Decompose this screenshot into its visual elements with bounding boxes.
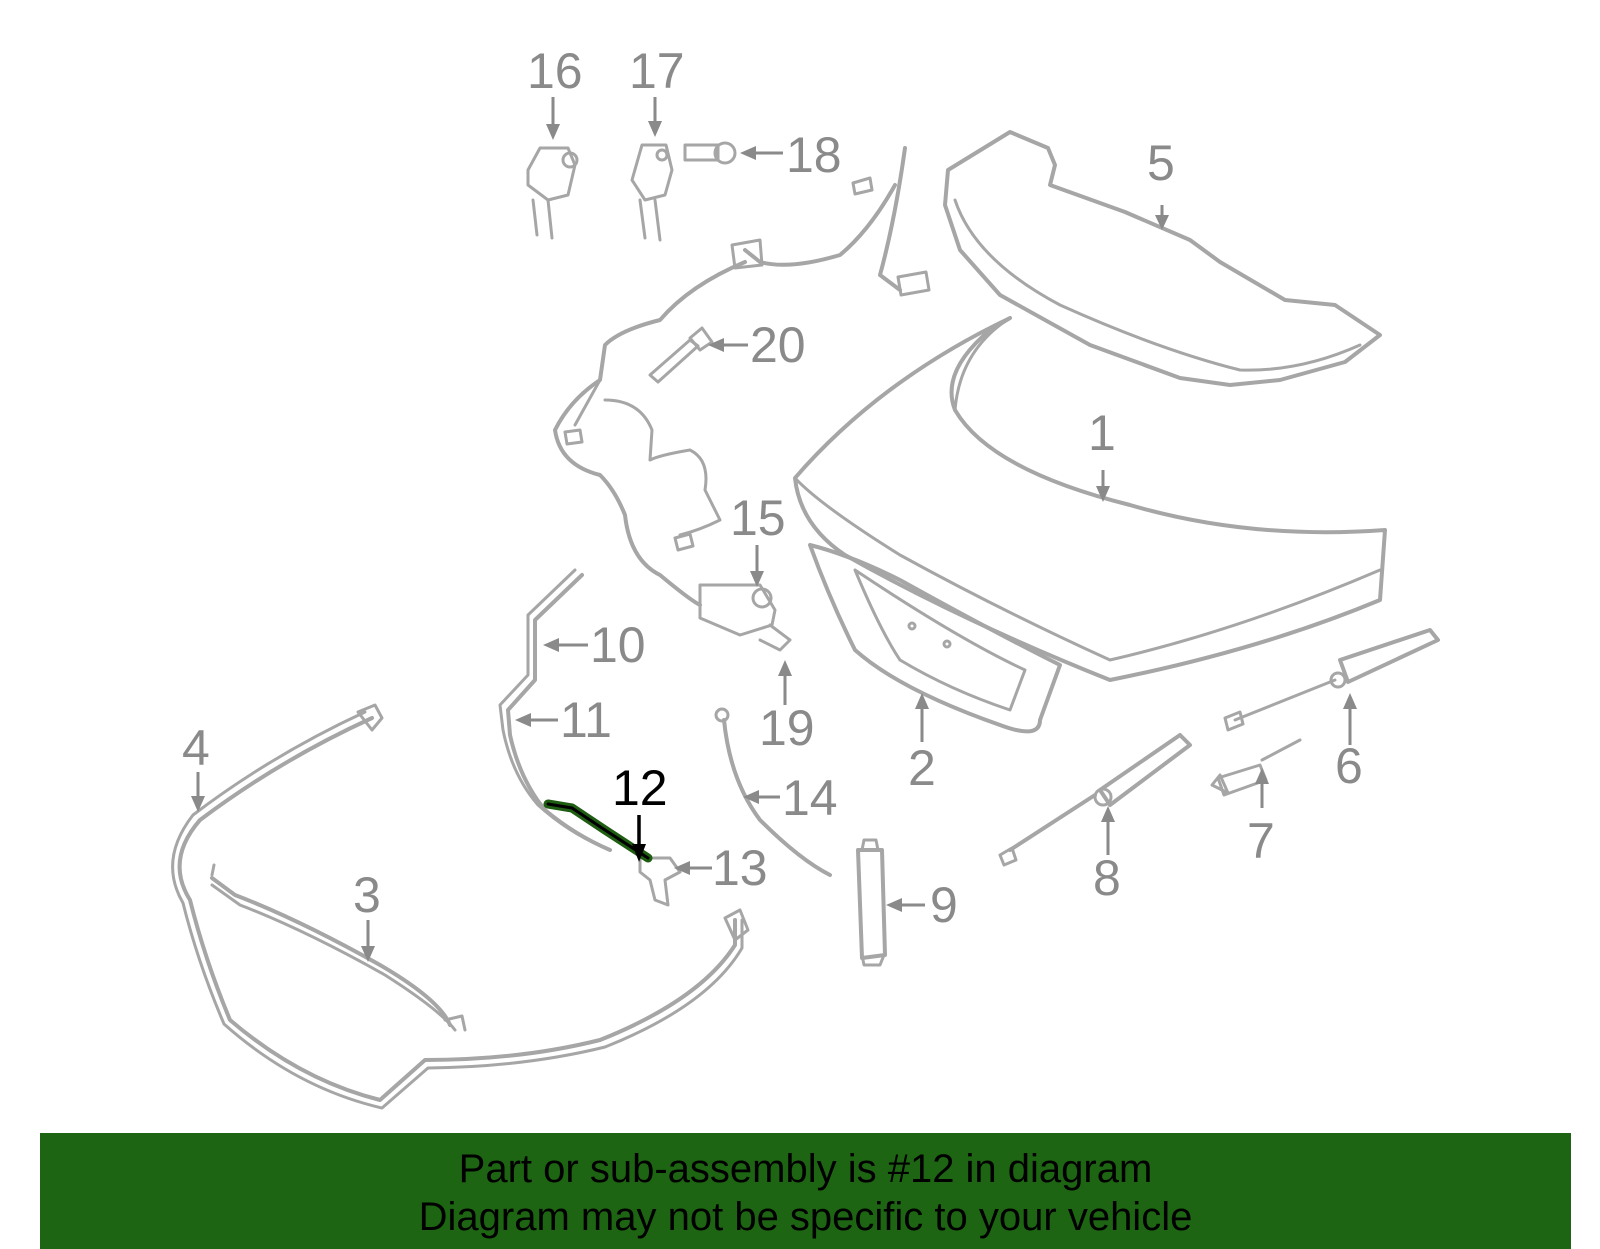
callout-4: 4 — [182, 720, 210, 776]
parts-diagram: 1 2 3 4 5 6 7 8 9 10 11 12 13 14 15 16 1… — [171, 43, 1440, 1110]
part-13-clip — [638, 856, 682, 907]
part-4-weatherstrip — [171, 703, 750, 1110]
part-5-spoiler — [943, 130, 1382, 387]
part-16-hinge — [526, 146, 579, 240]
callout-5: 5 — [1147, 135, 1175, 191]
callout-10: 10 — [590, 617, 646, 673]
callout-17: 17 — [629, 43, 685, 99]
callout-15: 15 — [730, 490, 786, 546]
callout-13: 13 — [712, 840, 768, 896]
callout-3: 3 — [353, 867, 381, 923]
part-8-gas-strut — [998, 733, 1192, 867]
callout-9: 9 — [930, 877, 958, 933]
part-12-highlighted — [543, 799, 653, 863]
callout-19: 19 — [759, 700, 815, 756]
callout-16: 16 — [527, 43, 583, 99]
part-6-gas-strut — [1223, 628, 1440, 732]
banner-line-part-number: Part or sub-assembly is #12 in diagram — [458, 1147, 1153, 1191]
part-17-hinge — [630, 143, 674, 242]
part-14-cable — [714, 707, 832, 877]
part-20-bolt — [648, 326, 714, 384]
callout-6: 6 — [1335, 738, 1363, 794]
callout-11: 11 — [560, 692, 612, 748]
part-10-11-release-cable — [498, 568, 612, 852]
part-15-actuator — [698, 583, 792, 652]
callout-7: 7 — [1247, 813, 1275, 869]
part-9-bumper — [856, 838, 887, 967]
callout-12: 12 — [612, 760, 668, 816]
banner-line-disclaimer: Diagram may not be specific to your vehi… — [418, 1195, 1193, 1239]
info-banner: Part or sub-assembly is #12 in diagram D… — [40, 1133, 1571, 1249]
leader-lines — [191, 97, 1357, 962]
callout-14: 14 — [782, 770, 838, 826]
part-2-trunk-panel — [808, 543, 1062, 734]
part-7-bracket — [1210, 738, 1302, 797]
callout-20: 20 — [750, 317, 806, 373]
callout-labels: 1 2 3 4 5 6 7 8 9 10 11 12 13 14 15 16 1… — [182, 43, 1363, 933]
callout-8: 8 — [1093, 850, 1121, 906]
part-3-seal — [210, 863, 467, 1032]
callout-1: 1 — [1088, 405, 1116, 461]
callout-2: 2 — [908, 740, 936, 796]
wiring-harness — [553, 146, 931, 607]
part-18-bolt — [683, 141, 737, 165]
callout-18: 18 — [786, 127, 842, 183]
part-1-trunk-lid — [793, 316, 1387, 682]
